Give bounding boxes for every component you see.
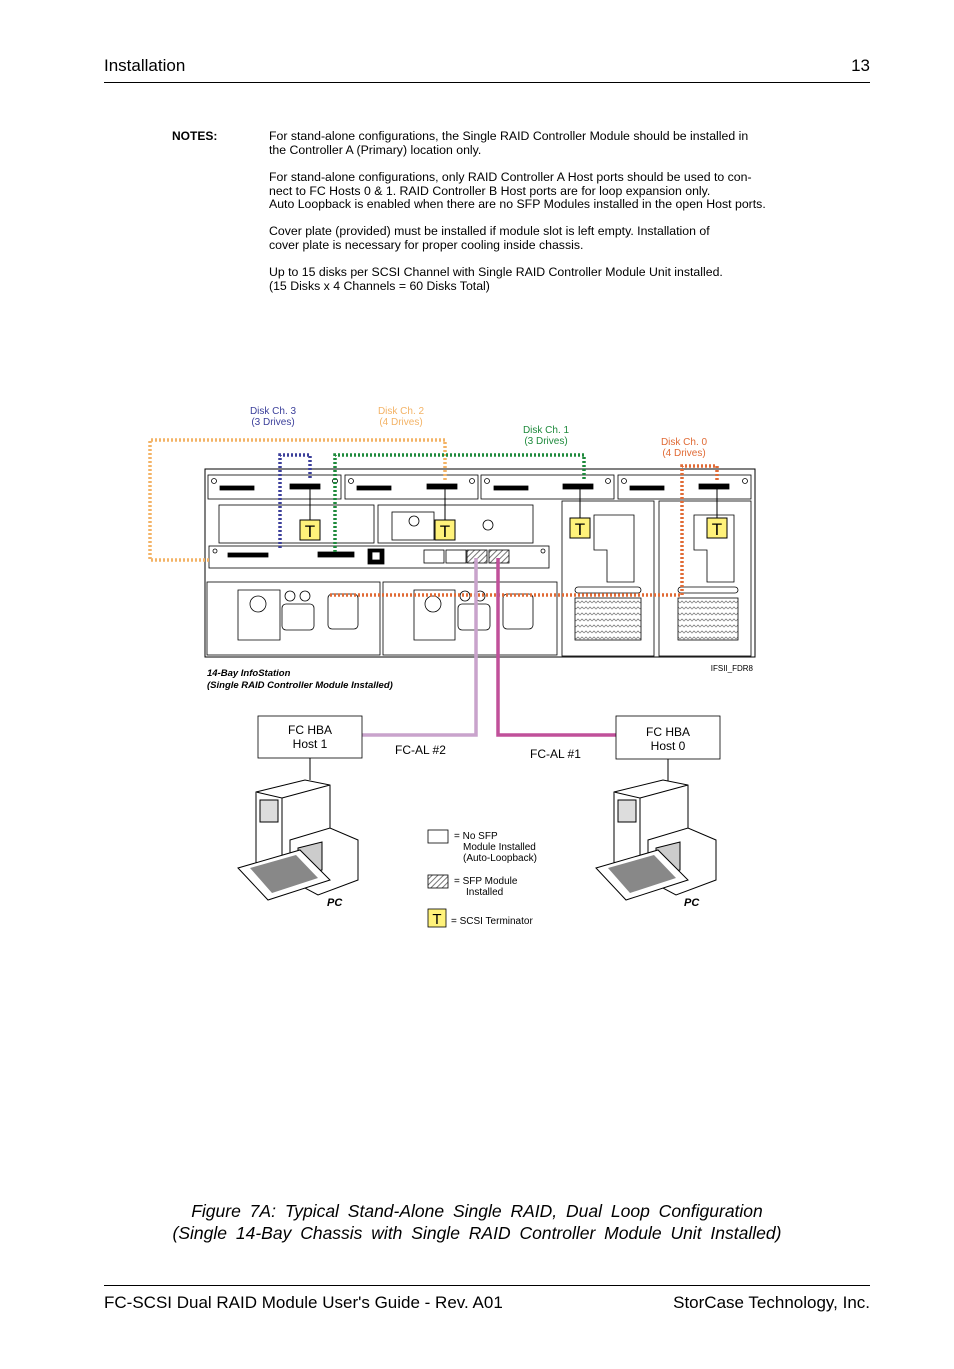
legend-terminator-letter: T (432, 911, 441, 928)
controller-bays (208, 504, 550, 569)
figure-caption: Figure 7A: Typical Stand-Alone Single RA… (0, 1200, 954, 1244)
scsi-terminator-icon (706, 517, 728, 539)
scsi-terminator-icon (427, 908, 447, 928)
scsi-terminator-icon (569, 517, 591, 539)
note-paragraph: Up to 15 disks per SCSI Channel with Sin… (269, 265, 829, 293)
terminator-letter: T (712, 520, 722, 539)
legend-no-sfp-line3: (Auto-Loopback) (463, 853, 537, 864)
fc-al-2-label: FC-AL #2 (395, 743, 446, 757)
host-1-hba-label: FC HBA (288, 723, 332, 737)
footer-company: StorCase Technology, Inc. (673, 1293, 870, 1312)
header-section-title: Installation (104, 56, 186, 75)
header-rule (104, 82, 870, 83)
fc-al-1-cable (496, 558, 616, 737)
legend: = No SFP Module Installed (Auto-Loopback… (427, 829, 537, 928)
note-paragraph: Cover plate (provided) must be installed… (269, 224, 829, 252)
footer-document-title: FC-SCSI Dual RAID Module User's Guide - … (104, 1293, 503, 1312)
disk-ch2-drives: (4 Drives) (379, 417, 422, 428)
scsi-terminator-icon (299, 519, 321, 541)
terminator-letter: T (575, 520, 585, 539)
note-line: nect to FC Hosts 0 & 1. RAID Controller … (269, 183, 711, 198)
host-0-box (615, 715, 721, 760)
host-1-label: Host 1 (293, 737, 328, 751)
fc-al-2-cable (362, 558, 478, 737)
disk-ch1-label: Disk Ch. 1 (523, 425, 570, 436)
disk-ch3-label: Disk Ch. 3 (250, 406, 297, 417)
disk-ch3-cable (278, 453, 312, 548)
disk-ch3-drives: (3 Drives) (251, 417, 294, 428)
disk-ch1-drives: (3 Drives) (524, 436, 567, 447)
sfp-swatch (427, 874, 449, 889)
disk-ch0-label: Disk Ch. 0 (661, 437, 708, 448)
note-line: Up to 15 disks per SCSI Channel with Sin… (269, 265, 723, 279)
legend-sfp-line2: Installed (466, 887, 503, 898)
notes-label: NOTES: (172, 129, 218, 143)
page-number: 13 (851, 56, 870, 75)
scsi-terminator-icon (434, 519, 456, 541)
note-line: For stand-alone configurations, only RAI… (269, 170, 752, 184)
note-line: the Controller A (Primary) location only… (269, 142, 482, 157)
caption-line: Figure 7A: Typical Stand-Alone Single RA… (191, 1201, 763, 1221)
legend-terminator: = SCSI Terminator (451, 916, 533, 927)
chassis-sublabel: (Single RAID Controller Module Installed… (207, 680, 393, 691)
note-paragraph: For stand-alone configurations, the Sing… (269, 129, 829, 157)
pc-label: PC (327, 897, 343, 909)
footer-rule (104, 1285, 870, 1286)
note-line: For stand-alone configurations, the Sing… (269, 129, 749, 143)
disk-ch1-cable (333, 453, 586, 552)
chassis-label: 14-Bay InfoStation (207, 668, 291, 679)
note-line: Auto Loopback is enabled when there are … (269, 197, 766, 211)
terminator-letter: T (440, 522, 450, 541)
host-0-label: Host 0 (651, 739, 686, 753)
no-sfp-swatch (427, 829, 449, 844)
pc-illustration-right (595, 759, 717, 901)
figure-id: IFSII_FDR8 (711, 664, 754, 673)
note-line: cover plate is necessary for proper cool… (269, 237, 584, 252)
terminator-letter: T (305, 522, 315, 541)
disk-ch0-drives: (4 Drives) (662, 448, 705, 459)
caption-line: (Single 14-Bay Chassis with Single RAID … (172, 1223, 782, 1243)
fan-modules (561, 500, 752, 657)
host-0-hba-label: FC HBA (646, 725, 690, 739)
legend-no-sfp: = No SFP (454, 831, 498, 842)
terminators: T T T T (299, 489, 728, 541)
note-line: (15 Disks x 4 Channels = 60 Disks Total) (269, 278, 490, 293)
disk-ch2-label: Disk Ch. 2 (378, 406, 425, 417)
pc-label: PC (684, 897, 700, 909)
legend-no-sfp-line2: Module Installed (463, 842, 536, 853)
note-paragraph: For stand-alone configurations, only RAI… (269, 170, 829, 212)
legend-sfp: = SFP Module (454, 876, 518, 887)
disk-ch0-cable (330, 464, 719, 597)
scsi-io-modules (207, 474, 752, 500)
pc-illustration-left (237, 758, 359, 901)
fc-al-1-label: FC-AL #1 (530, 747, 581, 761)
note-line: Cover plate (provided) must be installed… (269, 224, 710, 238)
